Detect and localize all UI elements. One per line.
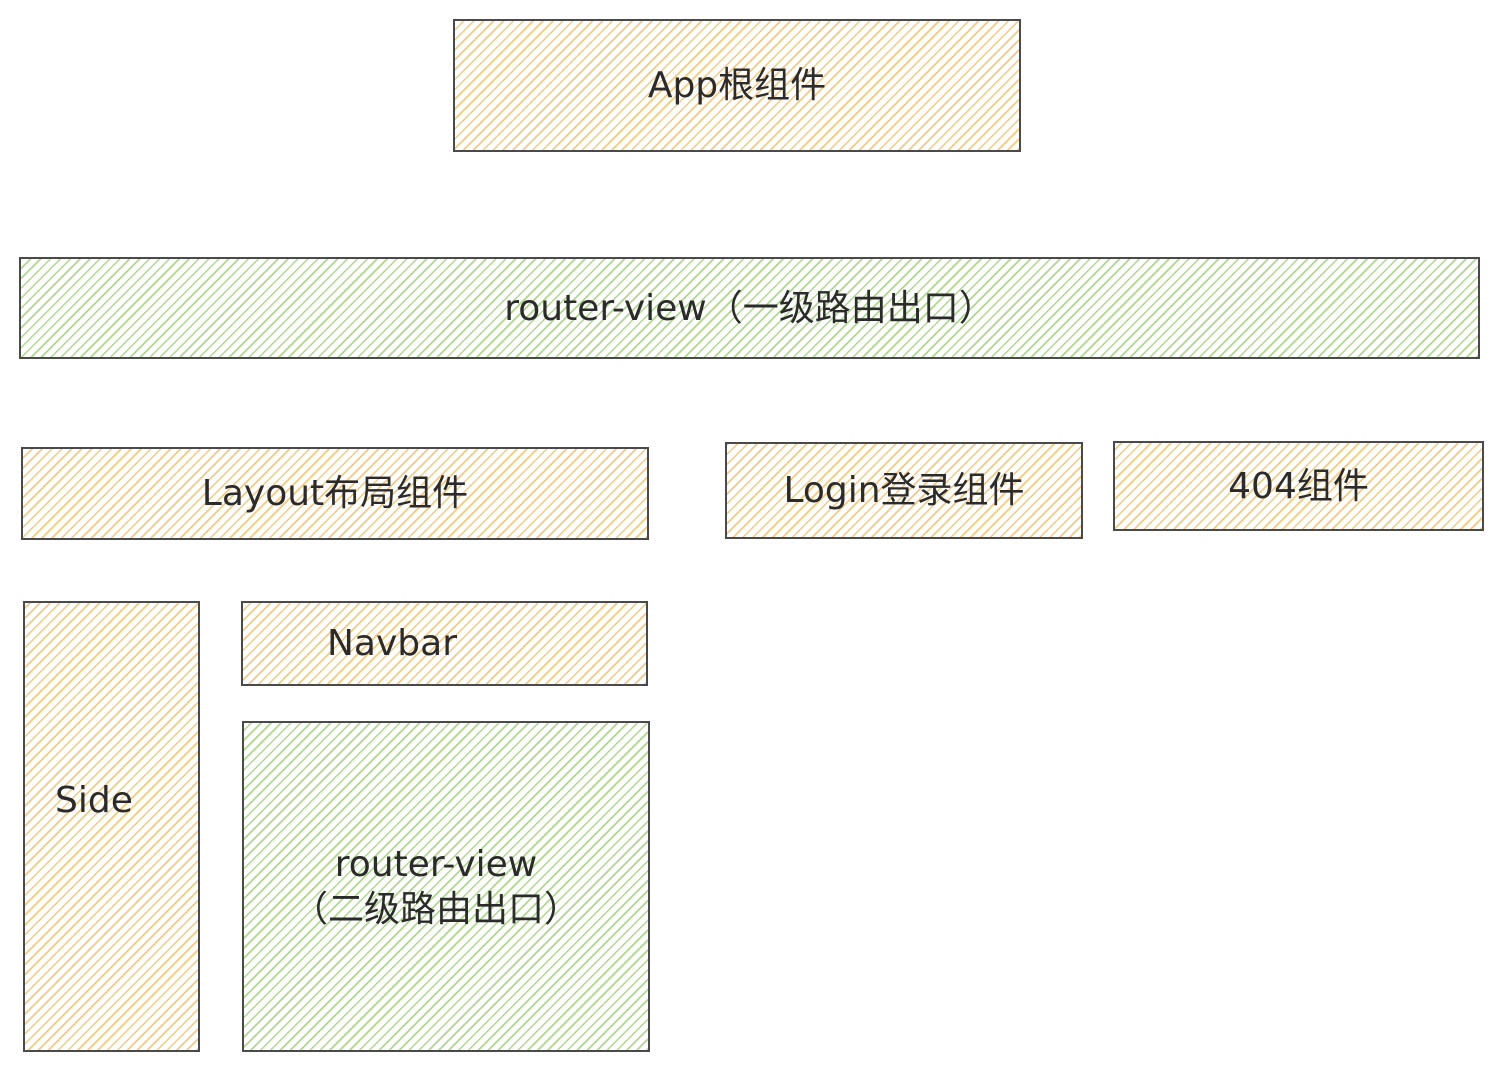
router-view-level1-label: router-view（一级路由出口） <box>504 287 995 329</box>
navbar-component-box: Navbar <box>241 601 648 686</box>
router-view-level2-box: router-view （二级路由出口） <box>242 721 650 1052</box>
router-view-level2-line2: （二级路由出口） <box>291 888 580 930</box>
side-component-box: Side <box>23 601 200 1052</box>
login-label: Login登录组件 <box>783 470 1025 511</box>
router-view-level2-label: router-view （二级路由出口） <box>292 842 580 932</box>
router-view-level2-line1: router-view <box>334 843 538 885</box>
navbar-label: Navbar <box>327 623 458 664</box>
router-view-level1-box: router-view（一级路由出口） <box>19 257 1480 359</box>
app-root-label: App根组件 <box>647 65 827 106</box>
login-component-box: Login登录组件 <box>725 442 1083 539</box>
layout-component-box: Layout布局组件 <box>21 447 649 540</box>
layout-label: Layout布局组件 <box>201 473 469 514</box>
side-label: Side <box>55 780 133 821</box>
app-root-component-box: App根组件 <box>453 19 1021 152</box>
not-found-label: 404组件 <box>1228 465 1369 507</box>
not-found-component-box: 404组件 <box>1113 441 1484 531</box>
